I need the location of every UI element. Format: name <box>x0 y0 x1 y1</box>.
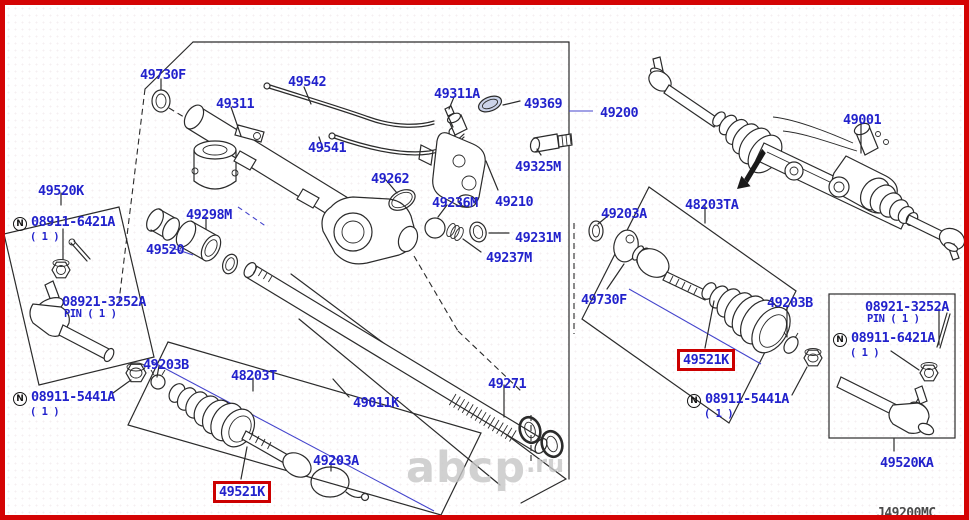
callout-49521k-bottom-highlighted[interactable]: 49521K <box>213 481 271 503</box>
valve-assembly-drawing <box>418 95 521 208</box>
callout-49262: 49262 <box>371 171 410 187</box>
callout-49325m: 49325M <box>515 159 561 175</box>
callout-49311a: 49311A <box>434 86 480 102</box>
watermark: abcp.ru <box>406 443 565 493</box>
callout-49298m: 49298M <box>186 207 232 223</box>
callout-49210: 49210 <box>495 194 534 210</box>
tie-rod-end-kit-right-drawing <box>828 293 956 452</box>
callout-49203b-left: 49203B <box>143 357 189 373</box>
callout-49237m: 49237M <box>486 250 532 266</box>
callout-49520ka: 49520KA <box>880 455 934 471</box>
callout-49311: 49311 <box>216 96 255 112</box>
circled-n-icon: N <box>833 333 847 347</box>
callout-49541: 49541 <box>308 140 347 156</box>
callout-49520: 49520 <box>146 242 185 258</box>
sensor-49325m-drawing <box>529 133 573 156</box>
tie-rod-end-kit-left-drawing <box>5 192 155 386</box>
diagram-line-art <box>5 41 964 515</box>
callout-49203b-right: 49203B <box>767 295 813 311</box>
callout-49369: 49369 <box>524 96 563 112</box>
callout-49520k: 49520K <box>38 183 84 199</box>
callout-49203a-right: 49203A <box>601 206 647 222</box>
callout-49203a-bottom: 49203A <box>313 453 359 469</box>
callout-49231m: 49231M <box>515 230 561 246</box>
inner-socket-kit-left-drawing <box>112 341 482 515</box>
callout-49236m: 49236M <box>432 195 478 211</box>
mount-bushings-drawing <box>146 206 268 275</box>
callout-49521k-right-highlighted[interactable]: 49521K <box>677 349 735 371</box>
callout-08921-3252a-left: 08921-3252A PIN ( 1 ) <box>62 294 146 320</box>
inner-socket-kit-right-drawing <box>573 186 823 424</box>
circled-n-icon: N <box>13 217 27 231</box>
callout-48203ta: 48203TA <box>685 197 739 213</box>
circled-n-icon: N <box>687 394 701 408</box>
complete-rack-assembly-drawing <box>648 56 964 261</box>
callout-49011k: 49011K <box>353 395 399 411</box>
gear-housing-drawing <box>183 104 459 332</box>
callout-49730f-top: 49730F <box>140 67 186 83</box>
callout-49001: 49001 <box>843 112 882 128</box>
section-boundary-lines <box>118 41 593 480</box>
callout-49730f-right: 49730F <box>581 292 627 308</box>
callout-49200: 49200 <box>600 105 639 121</box>
rack-shaft-drawing <box>243 262 567 504</box>
callout-48203t: 48203T <box>231 368 277 384</box>
callout-49542: 49542 <box>288 74 327 90</box>
circled-n-icon: N <box>13 392 27 406</box>
figure-code: J49200MC <box>877 506 936 520</box>
seals-and-rings-drawing <box>385 179 510 253</box>
callout-08921-3252a-right: 08921-3252A PIN ( 1 ) <box>865 299 949 325</box>
callout-49271: 49271 <box>488 376 527 392</box>
